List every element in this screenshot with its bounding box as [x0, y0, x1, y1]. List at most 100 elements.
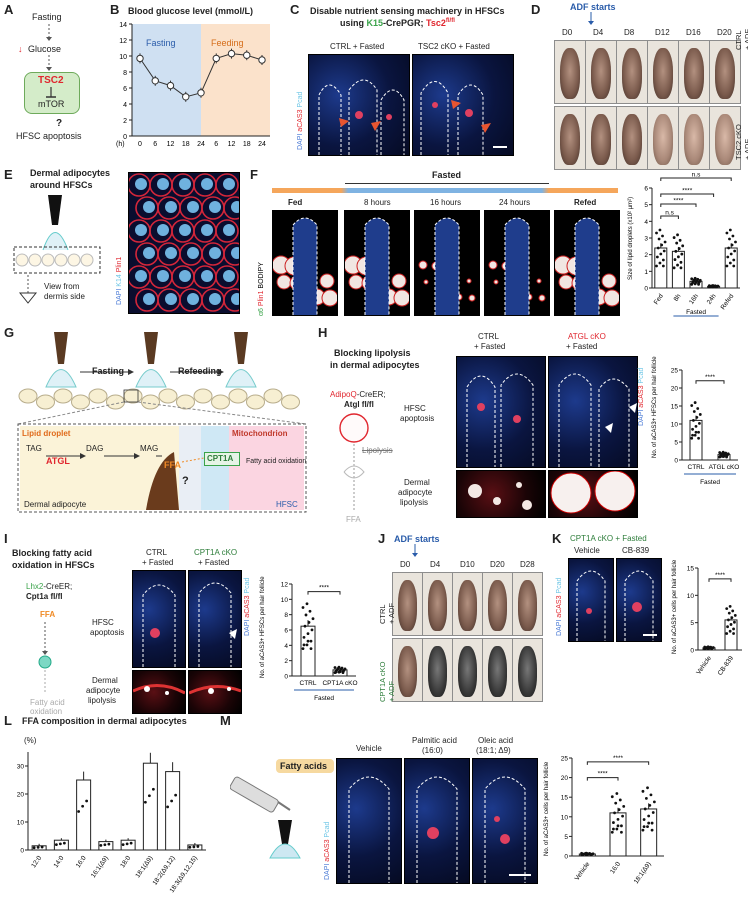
e-diagram — [13, 195, 101, 304]
b-point — [197, 89, 205, 97]
h-fasted: Fasted — [700, 479, 720, 486]
m-fatty: Fatty acids — [280, 761, 328, 771]
d-mouse-photo — [554, 106, 586, 170]
e-nucleus — [135, 270, 147, 282]
k-dot — [727, 618, 730, 622]
i-ctrl-lipo-image — [132, 670, 186, 714]
f-lipid-droplet — [391, 273, 407, 289]
c-subtitle: using K15-CrePGR; Tsc2fl/fl — [340, 18, 455, 28]
d-mouse-body — [591, 48, 611, 100]
panel-letter-k: K — [552, 531, 562, 546]
b-ytick-label: 8 — [123, 70, 127, 77]
i-ytick-label: 2 — [284, 658, 288, 665]
b-xtick-label: 12 — [167, 141, 175, 148]
c-ctrl-label: CTRL + Fasted — [330, 42, 385, 51]
h-dot — [690, 404, 694, 407]
f-dot — [673, 258, 677, 261]
m-dot — [581, 853, 585, 857]
k-dot — [728, 605, 732, 608]
k-title: CPT1A cKO + Fasted — [570, 534, 647, 543]
i-ytick-label: 0 — [284, 674, 288, 681]
b-xtick-label: 18 — [243, 141, 251, 148]
h-sig-bracket — [695, 380, 725, 384]
panel-letter-f: F — [250, 167, 258, 182]
g-ffa: FFA — [164, 460, 181, 470]
f-ytick-label: 5 — [644, 202, 648, 209]
f-dot — [661, 264, 665, 268]
a-apoptosis: HFSC apoptosis — [16, 131, 82, 141]
d-mouse-body — [622, 48, 642, 100]
l-dot — [121, 843, 125, 847]
j-mouse-photo — [422, 638, 453, 702]
g-adipocyte — [228, 388, 248, 404]
m-dot — [612, 827, 615, 831]
f-dot — [707, 284, 711, 288]
m-ytick-label: 20 — [561, 775, 569, 782]
k-ytick-label: 10 — [687, 593, 695, 600]
h-dot — [697, 430, 700, 434]
k-ytick-label: 15 — [687, 566, 695, 573]
g-question: ? — [182, 475, 189, 487]
j-mouse-body — [458, 646, 477, 698]
k-vehicle: Vehicle — [574, 546, 600, 555]
j-mouse-body — [518, 646, 537, 698]
l-dot — [147, 794, 151, 798]
f-sig-s2: **** — [682, 188, 693, 195]
f-follicle-outline — [434, 217, 460, 315]
f-dot — [663, 240, 667, 244]
m-xtick-label: Vehicle — [574, 861, 592, 882]
e-adipocyte-membrane — [215, 265, 239, 289]
i-dot — [334, 670, 338, 674]
d-day-label: D12 — [655, 28, 670, 37]
m-dot — [610, 795, 614, 799]
m-dot — [644, 796, 648, 800]
b-xtick-label: 24 — [258, 141, 266, 148]
b-h-label: (h) — [116, 141, 125, 148]
h-dot — [690, 436, 694, 440]
f-dot — [726, 255, 730, 259]
i-creer: -CreER; — [43, 582, 73, 591]
h-ytick-label: 5 — [674, 440, 678, 447]
m-ytick-label: 25 — [561, 756, 569, 763]
i-dot — [301, 647, 305, 650]
l-dot — [129, 841, 133, 845]
h-ytick-label: 10 — [671, 422, 679, 429]
f-follicle-outline — [574, 217, 600, 315]
k-dot — [733, 614, 737, 617]
b-ytick-label: 0 — [123, 134, 127, 141]
h-row2b: adipocyte — [398, 488, 433, 497]
k-sig: **** — [715, 572, 726, 579]
c-ylabel-dapi: DAPI — [297, 133, 304, 150]
l-dot — [40, 845, 44, 849]
e-nucleus — [143, 201, 155, 213]
j-adf: ADF starts — [394, 534, 440, 544]
f-lipid-droplet — [348, 274, 364, 290]
e-adipocyte-membrane — [223, 242, 239, 266]
m-vehicle-image — [336, 758, 402, 884]
h-xtick-label: ATGL cKO — [709, 464, 740, 471]
f-xtick-label: Refed — [720, 293, 736, 312]
k-cb-image — [616, 558, 662, 642]
f-lipid-droplet — [493, 279, 499, 285]
i-cko-lipo-image — [188, 670, 242, 714]
a-question: ? — [56, 118, 63, 129]
b-fasting-label: Fasting — [146, 38, 176, 48]
l-dot — [62, 841, 66, 845]
d-mouse-body — [591, 114, 611, 166]
g-refeeding: Refeeding — [178, 366, 222, 376]
j-mouse-photo — [452, 638, 483, 702]
m-dot — [642, 818, 646, 821]
i-cpt1a-sup: fl/fl — [50, 592, 63, 601]
i-ylabel-img: DAPI aCAS3 Pcad — [244, 577, 251, 636]
h-dot — [724, 451, 728, 455]
i-sig-bracket — [307, 591, 341, 595]
m-vehicle: Vehicle — [356, 744, 382, 753]
m-dot — [620, 824, 623, 828]
j-mouse-body — [398, 646, 417, 698]
e-nucleus — [231, 247, 239, 259]
d-mouse-body — [653, 48, 673, 100]
f-dot — [660, 243, 664, 247]
c-cko-image — [412, 54, 514, 156]
f-lipid-droplet — [468, 294, 476, 302]
